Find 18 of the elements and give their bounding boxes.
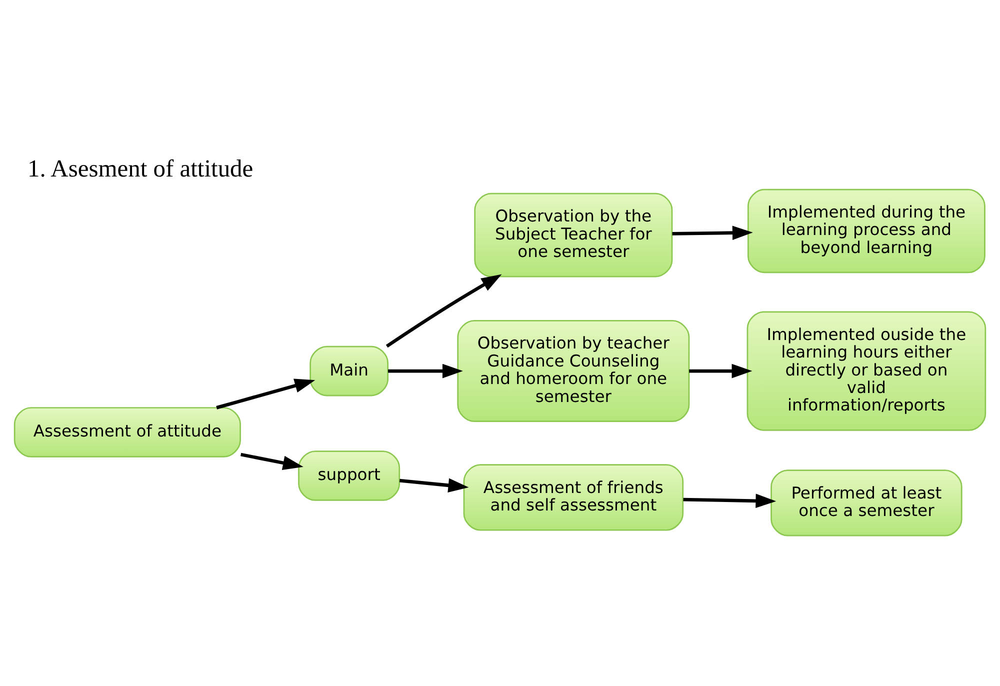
node-box: Main — [310, 345, 388, 396]
node-box: Observation by teacher Guidance Counseling and homeroom for one semester — [457, 320, 690, 422]
arrow — [216, 378, 316, 409]
node-box: Observation by the Subject Teacher for one semester — [474, 192, 673, 277]
arrow — [399, 478, 469, 492]
arrow — [388, 363, 463, 378]
node-box: Implemented during the learning process and beyond learning — [747, 188, 986, 273]
node-box: Assessment of attitude — [14, 406, 241, 457]
node-box: support — [298, 450, 400, 500]
arrow — [689, 363, 752, 378]
node-box: Implemented ouside the learning hours either directly or based on valid information/reports — [746, 310, 986, 430]
node-box: Assessment of friends and self assessment — [463, 464, 684, 530]
diagram-title: 1. Asesment of attitude — [28, 154, 254, 182]
arrow — [240, 452, 304, 470]
arrow — [683, 493, 776, 508]
arrow — [386, 274, 502, 348]
node-box: Performed at least once a semester — [770, 469, 962, 536]
arrow — [672, 225, 753, 240]
